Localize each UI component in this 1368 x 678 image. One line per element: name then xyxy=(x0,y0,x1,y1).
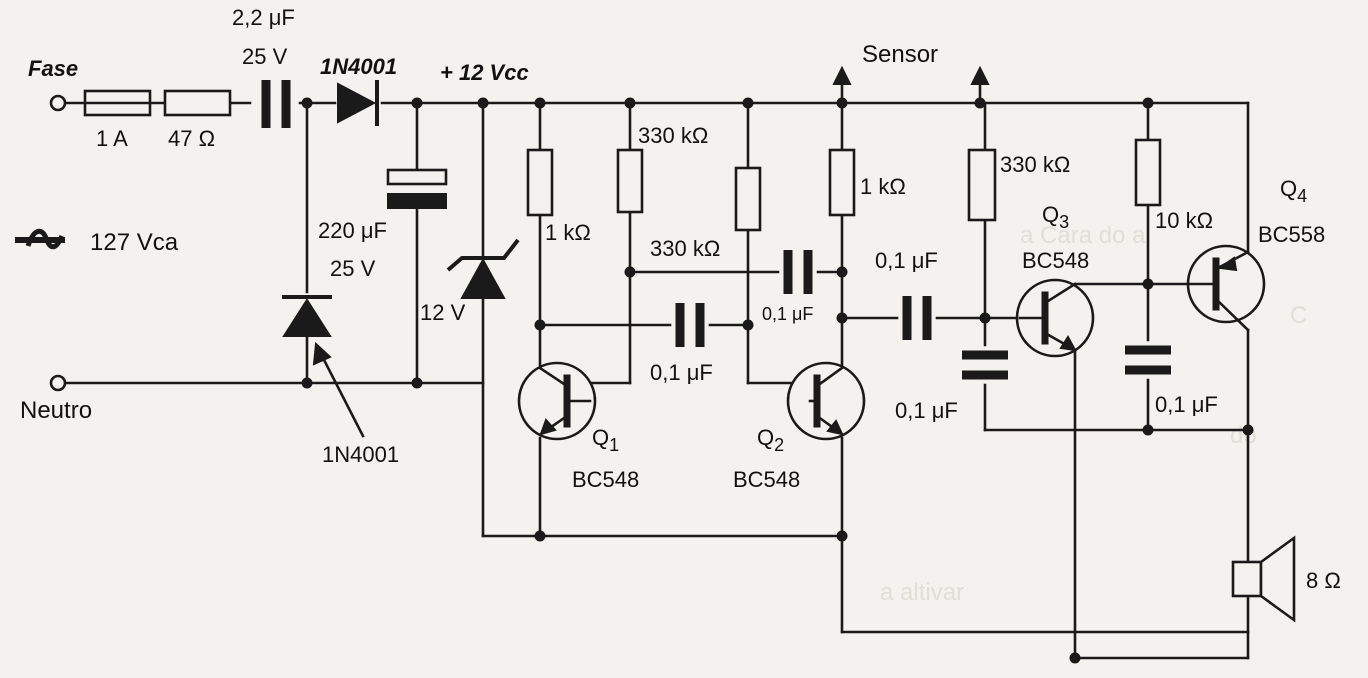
filter-cap-value: 220 μF xyxy=(318,218,387,243)
r4-label: 1 kΩ xyxy=(860,174,906,199)
q4-type: BC558 xyxy=(1258,222,1325,247)
c5-label: 0,1 μF xyxy=(1155,392,1218,417)
series-capacitor xyxy=(261,80,291,128)
ac-voltage-label: 127 Vca xyxy=(90,229,179,256)
resistor-r3 xyxy=(734,166,762,232)
series-diode-symbol xyxy=(337,80,379,126)
fase-terminal xyxy=(49,94,67,112)
capacitor-c5 xyxy=(1125,345,1171,375)
q2-type: BC548 xyxy=(733,467,800,492)
c2-label: 0,1 μF xyxy=(650,360,713,385)
series-cap-value: 2,2 μF xyxy=(232,5,295,30)
zener-diode-symbol xyxy=(446,238,520,299)
transistor-q3 xyxy=(1015,278,1095,358)
zener-label: 12 V xyxy=(420,300,466,325)
series-cap-voltage: 25 V xyxy=(242,44,288,69)
r2-label: 330 kΩ xyxy=(638,123,708,148)
r1-label: 1 kΩ xyxy=(545,220,591,245)
fuse-label: 1 A xyxy=(96,126,128,151)
capacitor-c2 xyxy=(675,303,705,347)
shunt-diode-symbol xyxy=(282,295,332,337)
capacitor-c3 xyxy=(902,296,932,340)
supply-label: + 12 Vcc xyxy=(440,60,529,85)
r5-label: 330 kΩ xyxy=(1000,152,1070,177)
shunt-diode-label: 1N4001 xyxy=(322,442,399,467)
q4-name: Q4 xyxy=(1280,176,1307,206)
q1-name: Q1 xyxy=(592,425,619,455)
neutro-label: Neutro xyxy=(20,397,92,424)
filter-capacitor xyxy=(386,168,448,209)
ac-source-icon xyxy=(15,228,65,250)
q3-name: Q3 xyxy=(1042,202,1069,232)
resistor-r5 xyxy=(967,148,997,222)
q3-type: BC548 xyxy=(1022,248,1089,273)
sensor-label: Sensor xyxy=(862,41,938,68)
diode-pointer-arrow xyxy=(312,341,365,438)
sensor-arrow-icons xyxy=(832,65,990,85)
transistor-q1 xyxy=(517,361,597,441)
coupling-capacitors xyxy=(675,250,1171,380)
junction-dots xyxy=(301,97,1254,664)
svg-text:a Cara do a: a Cara do a xyxy=(1020,222,1146,249)
q1-type: BC548 xyxy=(572,467,639,492)
capacitor-c4 xyxy=(962,350,1008,380)
c4-label: 0,1 μF xyxy=(895,398,958,423)
speaker-label: 8 Ω xyxy=(1306,568,1341,593)
wires xyxy=(61,78,1250,660)
svg-text:a altivar: a altivar xyxy=(880,579,964,606)
neutro-terminal xyxy=(49,374,67,392)
fase-label: Fase xyxy=(28,56,78,81)
speaker-icon xyxy=(1231,535,1296,623)
background-bleed-text: a Cara do a C do a altivar xyxy=(880,222,1307,606)
filter-cap-voltage: 25 V xyxy=(330,256,376,281)
resistor-r2 xyxy=(616,148,644,214)
r3-label: 330 kΩ xyxy=(650,236,720,261)
fuse-symbol xyxy=(83,89,152,117)
q2-name: Q2 xyxy=(757,425,784,455)
svg-text:do: do xyxy=(1230,422,1257,449)
resistors xyxy=(526,138,1162,232)
r6-label: 10 kΩ xyxy=(1155,208,1213,233)
transistor-q4 xyxy=(1186,244,1266,332)
svg-text:C: C xyxy=(1290,302,1307,329)
resistor-r1 xyxy=(526,148,554,217)
labels: Fase Neutro 127 Vca + 12 Vcc Sensor 1 A … xyxy=(20,5,1341,593)
resistor-r4 xyxy=(828,148,856,217)
capacitor-c1 xyxy=(783,250,813,294)
resistor-r6 xyxy=(1134,138,1162,207)
series-diode-label: 1N4001 xyxy=(320,54,397,79)
series-resistor xyxy=(163,89,232,117)
series-resistor-label: 47 Ω xyxy=(168,126,215,151)
c1-label: 0,1 μF xyxy=(762,304,813,324)
c3-label: 0,1 μF xyxy=(875,248,938,273)
transistor-q2 xyxy=(786,361,866,441)
